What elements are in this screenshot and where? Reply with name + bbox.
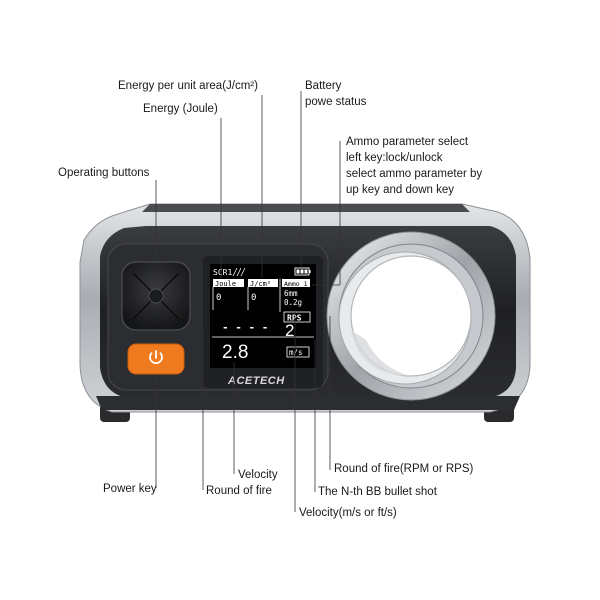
ammo-weight: 0.2g [284, 298, 302, 307]
callout-round-of-fire: Round of fire [206, 485, 272, 497]
power-icon [149, 350, 163, 365]
battery-icon [294, 267, 311, 276]
jcm-label: J/cm² [250, 280, 271, 288]
callout-power-key: Power key [103, 483, 157, 495]
joule-value: 0 [216, 293, 221, 303]
callout-ammo-select: Ammo parameter select left key:lock/unlo… [346, 136, 483, 196]
jcm-value: 0 [251, 293, 256, 303]
brand-logo: ACETECH [227, 375, 285, 387]
callout-energy-joule: Energy (Joule) [143, 103, 218, 115]
shot-count-readout: 2 [285, 321, 294, 340]
callout-velocity: Velocity [238, 469, 278, 481]
ammo-size: 6mm [284, 289, 298, 298]
dpad-icon[interactable] [121, 261, 191, 331]
rps-label: RPS [287, 314, 302, 323]
callout-velocity-units: Velocity(m/s or ft/s) [299, 507, 397, 519]
joule-label-box [213, 279, 244, 287]
velocity-readout: 2.8 [222, 342, 248, 363]
round-of-fire-readout: - - - - [222, 321, 268, 334]
callout-nth-bb: The N-th BB bullet shot [318, 486, 437, 498]
screen-mode: SCR1 [213, 268, 232, 277]
frame-top-band [142, 204, 470, 212]
jcm-label-box [248, 279, 278, 287]
body-lower-lip [96, 396, 520, 410]
callout-round-of-fire-rpm-rps: Round of fire(RPM or RPS) [334, 463, 474, 475]
joule-label: Joule [215, 280, 236, 288]
signal-icon [232, 267, 246, 277]
callout-battery: Battery powe status [305, 80, 367, 108]
callout-energy-per-area: Energy per unit area(J/cm²) [118, 80, 258, 92]
leader-lines [155, 91, 341, 512]
ammo-label: Ammo 1 [284, 280, 308, 288]
sensor-ring [326, 231, 496, 401]
rps-box [283, 311, 311, 323]
unit-label: m/s [289, 348, 303, 357]
power-button[interactable] [127, 343, 185, 375]
unit-box [286, 346, 310, 358]
ammo-label-box [282, 279, 310, 287]
callout-operating-buttons: Operating buttons [58, 167, 150, 179]
